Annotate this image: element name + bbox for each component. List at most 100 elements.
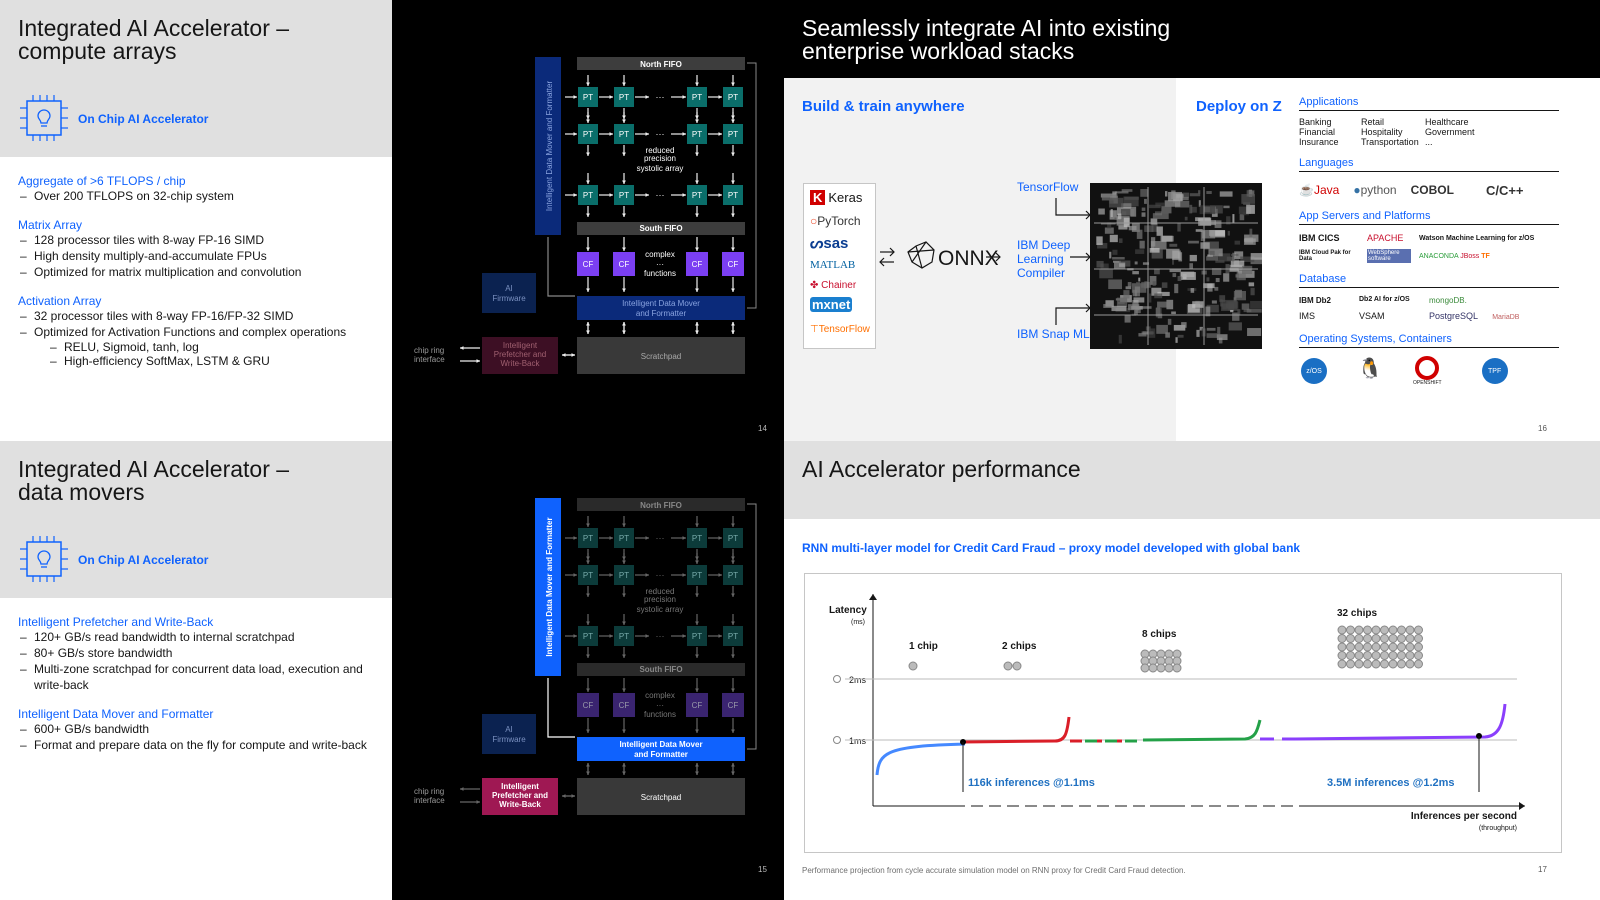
applications-list: BankingFinancialInsurance RetailHospital… [1299,117,1559,147]
firmware-box [482,714,536,754]
mongodb-logo: mongoDB. [1429,296,1559,305]
arrow-head [695,688,699,692]
cpp-label: C/C++ [1486,183,1524,198]
chip-icon-dot [1141,664,1149,672]
die-structure [1138,333,1146,336]
section-heading: Intelligent Data Mover and Formatter [18,707,378,721]
mxnet-logo: mxnet [810,297,852,312]
firmware-label: Firmware [492,294,526,303]
die-structure [1149,293,1151,302]
die-structure [1144,225,1153,232]
south-fifo-label: South FIFO [639,224,682,233]
north-fifo-label: North FIFO [640,60,682,69]
complex-label: functions [644,710,676,719]
pt-label: PT [619,191,629,200]
chip-icon-dot [1415,635,1423,643]
accelerator-block-diagram: North FIFOIntelligent Data Mover and For… [392,0,784,441]
connector-line [548,678,575,737]
series-label: 2 chips [1002,641,1037,652]
chip-ring-label: chip ring [414,787,444,796]
arrow-head [573,634,577,638]
prefetcher-label: Prefetcher and [494,350,546,359]
systolic-label: systolic array [637,164,684,173]
pt-label: PT [583,571,593,580]
pt-label: PT [583,130,593,139]
chip-icon-dot [1389,660,1397,668]
slide-title: Seamlessly integrate AI into existing en… [802,17,1202,63]
anaconda-label: ANACONDA [1419,253,1458,260]
die-structure [1232,214,1234,223]
postgres-text: PostgreSQL [1429,311,1478,321]
arrow-head [586,288,590,292]
pt-label: PT [728,130,738,139]
openshift-logo: OPENSHIFT [1413,356,1442,386]
database-list: IBM Db2 Db2 AI for z/OS mongoDB. IMS VSA… [1299,296,1559,321]
die-structure [1132,271,1139,274]
die-structure [1217,327,1220,335]
chip-icon-dot [1347,652,1355,660]
die-structure [1220,191,1233,196]
die-structure [1168,319,1171,325]
die-structure [1137,230,1143,239]
arrow-head [731,213,735,217]
catalog-heading: App Servers and Platforms [1299,210,1559,225]
arrow-head [586,523,590,527]
series-line [963,717,1069,742]
prefetcher-label: Write-Back [499,800,541,809]
pt-label: PT [692,93,702,102]
chip-icon-dot [1372,635,1380,643]
slide-16: Seamlessly integrate AI into existing en… [784,0,1600,441]
pt-label: PT [583,191,593,200]
arrow-head [695,119,699,123]
bullet: 32 processor tiles with 8-way FP-16/FP-3… [18,308,388,324]
die-structure [1109,198,1123,208]
chip-icon-dot [1338,652,1346,660]
arrow-head [695,322,699,326]
die-structure [1220,299,1223,306]
cloud-pak-logo: IBM Cloud Pak for Data [1299,250,1359,262]
bullet: Optimized for Activation Functions and c… [18,324,388,340]
footnote: Performance projection from cycle accura… [802,866,1186,875]
bullet: Multi-zone scratchpad for concurrent dat… [18,661,378,693]
sas-logo: ᔕsas [810,234,848,252]
chip-icon-dot [1415,643,1423,651]
systolic-label: precision [644,595,676,604]
arrow-head [586,180,590,184]
chip-icon-dot [1364,660,1372,668]
arrow-head [718,573,722,577]
cics-logo: IBM CICS [1299,233,1359,243]
die-structure [1235,241,1240,245]
die-structure [1135,249,1144,254]
apache-logo: APACHE [1367,233,1411,243]
die-structure [1196,229,1203,232]
pt-label: PT [728,534,738,543]
data-mover-label: Intelligent Data Mover [622,299,700,308]
chip-icon-dot [1398,643,1406,651]
die-structure [1171,311,1176,314]
arrow-head [695,763,699,767]
arrow-head [573,193,577,197]
chip-icon-dot [1355,635,1363,643]
die-structure [1138,278,1140,282]
die-structure [1223,273,1229,281]
bullet: Optimized for matrix multiplication and … [18,264,388,280]
arrow-head [622,523,626,527]
chip-icon-dot [1355,660,1363,668]
arrow-head [731,180,735,184]
slide-17: AI Accelerator performance RNN multi-lay… [784,441,1600,900]
die-structure [1198,190,1200,193]
die-structure [1140,189,1148,197]
die-structure [1189,263,1193,269]
ellipsis: ··· [656,92,665,102]
db2ai-logo: Db2 AI for z/OS [1359,296,1429,305]
arrow-head [622,152,626,156]
die-structure [1135,261,1138,264]
keras-label: Keras [828,190,862,205]
x-axis-unit: (throughput) [1479,825,1517,832]
firmware-label: AI [505,284,513,293]
die-structure [1206,277,1209,281]
y-axis-arrow [869,594,877,600]
arrow-head [460,346,464,350]
